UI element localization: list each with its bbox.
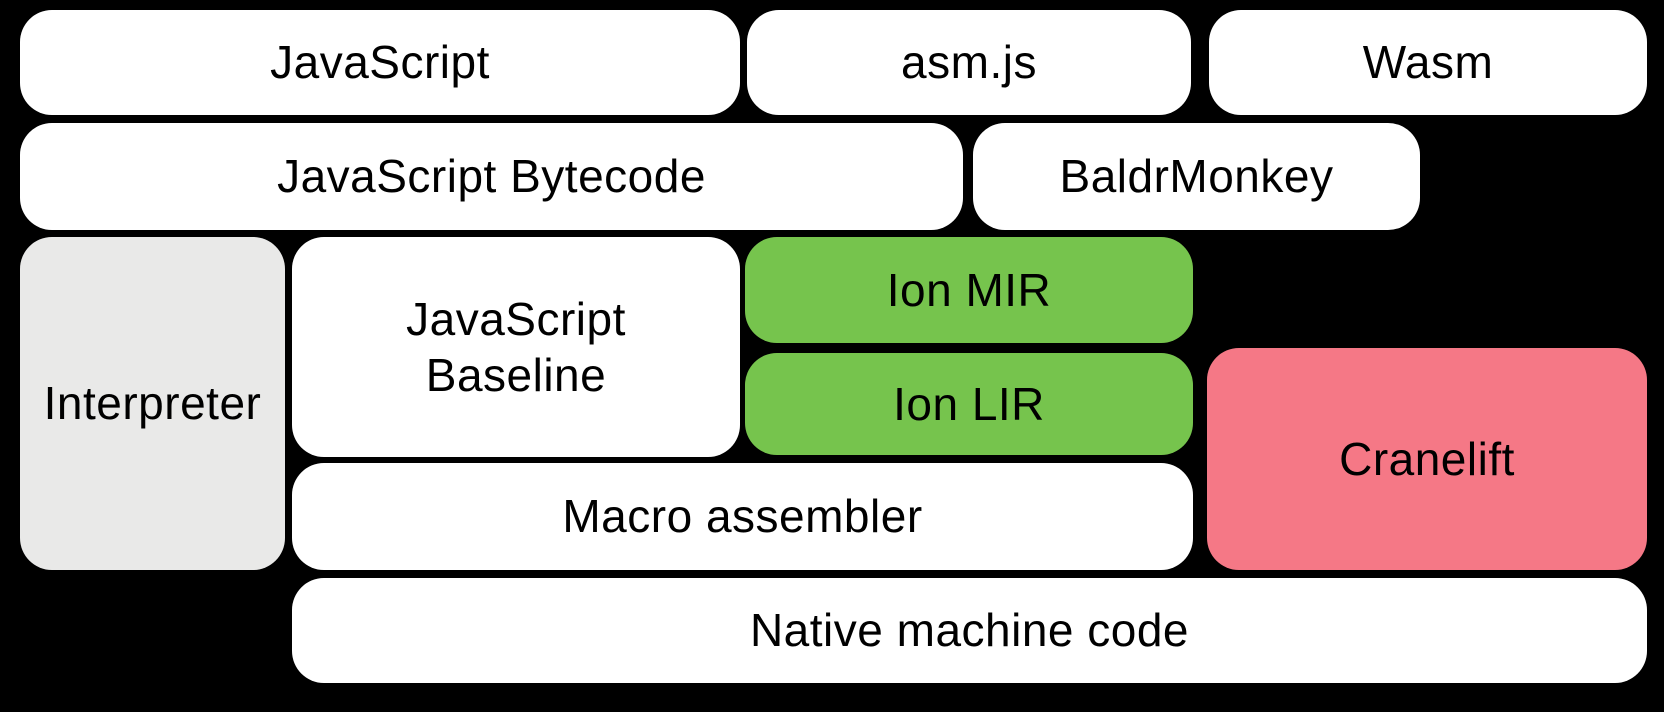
- javascript-baseline-label: JavaScript Baseline: [406, 292, 626, 401]
- ion-lir-label: Ion LIR: [893, 377, 1045, 430]
- box-ion-mir: Ion MIR: [745, 237, 1193, 343]
- cranelift-label: Cranelift: [1339, 432, 1515, 485]
- javascript-label: JavaScript: [270, 36, 490, 89]
- box-ion-lir: Ion LIR: [745, 353, 1193, 455]
- asm-js-label: asm.js: [901, 36, 1037, 89]
- box-native-machine-code: Native machine code: [292, 578, 1647, 683]
- box-cranelift: Cranelift: [1207, 348, 1647, 570]
- box-javascript-bytecode: JavaScript Bytecode: [20, 123, 963, 230]
- ion-mir-label: Ion MIR: [886, 263, 1052, 316]
- javascript-bytecode-label: JavaScript Bytecode: [277, 150, 706, 203]
- box-macro-assembler: Macro assembler: [292, 463, 1193, 570]
- box-javascript-baseline: JavaScript Baseline: [292, 237, 740, 457]
- wasm-label: Wasm: [1362, 36, 1494, 89]
- box-asm-js: asm.js: [747, 10, 1191, 115]
- box-wasm: Wasm: [1209, 10, 1647, 115]
- box-interpreter: Interpreter: [20, 237, 285, 570]
- box-baldrmonkey: BaldrMonkey: [973, 123, 1420, 230]
- native-machine-code-label: Native machine code: [749, 604, 1190, 657]
- macro-assembler-label: Macro assembler: [562, 490, 923, 543]
- baldrmonkey-label: BaldrMonkey: [1059, 150, 1334, 203]
- box-javascript: JavaScript: [20, 10, 740, 115]
- interpreter-label: Interpreter: [43, 377, 262, 430]
